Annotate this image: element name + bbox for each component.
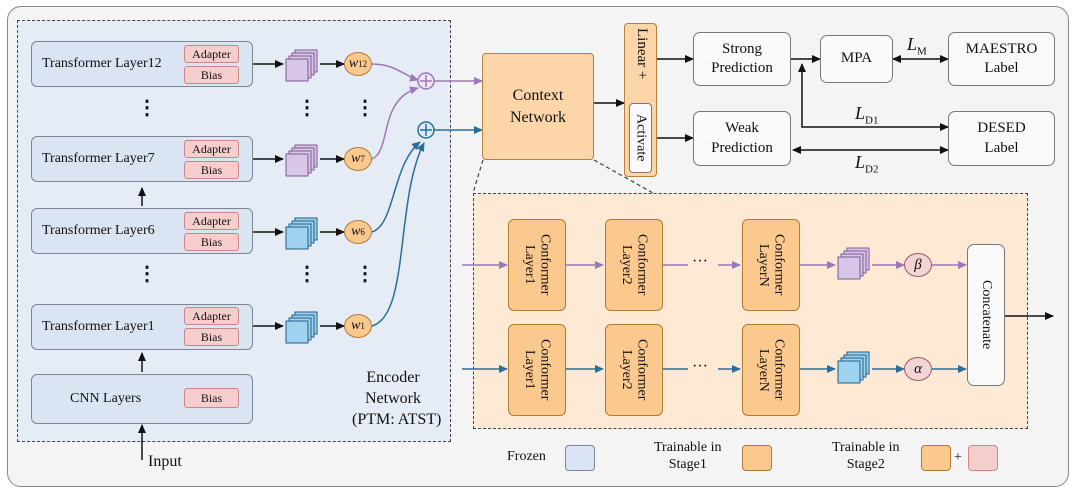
ellipsis-dots: ⋮: [355, 97, 375, 119]
loss-lm: LM: [907, 34, 927, 58]
bias-tag: Bias: [184, 161, 239, 179]
legend-frozen-swatch: [565, 445, 595, 471]
layer-label: Transformer Layer7: [42, 151, 155, 166]
layer-label: Transformer Layer1: [42, 319, 155, 334]
feature-stack-blue: [837, 351, 870, 384]
bias-tag: Bias: [184, 328, 239, 346]
mpa-block: MPA: [820, 35, 893, 83]
sum-node-blue: [417, 121, 435, 139]
feature-stack-purple: [285, 49, 318, 82]
conformer-layer1-blue: Conformer Layer1: [508, 324, 566, 416]
layer-label: CNN Layers: [70, 391, 142, 406]
feature-stack-blue: [285, 217, 318, 250]
ellipsis-dots: ⋮: [297, 263, 317, 285]
path-w1-sum: [371, 142, 425, 327]
bias-tag: Bias: [184, 233, 239, 251]
legend-stage1-swatch: [742, 445, 772, 471]
linear-label: Linear +: [634, 28, 650, 80]
path-w12-sum: [371, 63, 419, 82]
layer-label: Transformer Layer6: [42, 223, 155, 238]
legend-plus: +: [954, 450, 962, 465]
adapter-tag: Adapter: [184, 45, 239, 63]
legend-stage2-swatch-orange: [921, 445, 951, 471]
legend-frozen-label: Frozen: [507, 449, 546, 464]
conformer-ellipsis: ···: [692, 253, 708, 270]
adapter-tag: Adapter: [184, 307, 239, 325]
sum-node-purple: [417, 72, 435, 90]
conformer-ellipsis: ···: [692, 358, 708, 375]
ellipsis-dots: ⋮: [355, 263, 375, 285]
bias-tag: Bias: [184, 66, 239, 84]
arrow-strong-desed: [798, 63, 949, 131]
conformer-layer1-purple: Conformer Layer1: [508, 219, 566, 311]
legend-stage2-swatch-pink: [968, 445, 998, 471]
path-w6-sum: [371, 141, 421, 233]
conformer-layer2-purple: Conformer Layer2: [605, 219, 663, 311]
input-label: Input: [148, 453, 182, 470]
conformer-layerN-blue: Conformer LayerN: [742, 324, 800, 416]
feature-stack-blue: [285, 311, 318, 344]
loss-ld2: LD2: [855, 152, 879, 176]
layer-label: Transformer Layer12: [42, 56, 162, 71]
ellipsis-dots: ⋮: [137, 263, 157, 285]
feature-stack-purple: [837, 247, 870, 280]
concatenate-block: Concatenate: [967, 244, 1005, 386]
conformer-layer2-blue: Conformer Layer2: [605, 324, 663, 416]
bias-tag: Bias: [184, 388, 239, 408]
encoder-caption: Encoder Network (PTM: ATST): [352, 369, 442, 428]
alpha-weight: α: [904, 357, 932, 381]
adapter-tag: Adapter: [184, 212, 239, 230]
loss-ld1: LD1: [855, 103, 879, 127]
activate-block: Activate: [629, 103, 652, 173]
conformer-layerN-purple: Conformer LayerN: [742, 219, 800, 311]
ellipsis-dots: ⋮: [297, 97, 317, 119]
beta-weight: β: [904, 253, 932, 277]
path-w7-sum: [371, 86, 419, 160]
adapter-tag: Adapter: [184, 140, 239, 158]
feature-stack-purple: [285, 144, 318, 177]
ellipsis-dots: ⋮: [137, 97, 157, 119]
